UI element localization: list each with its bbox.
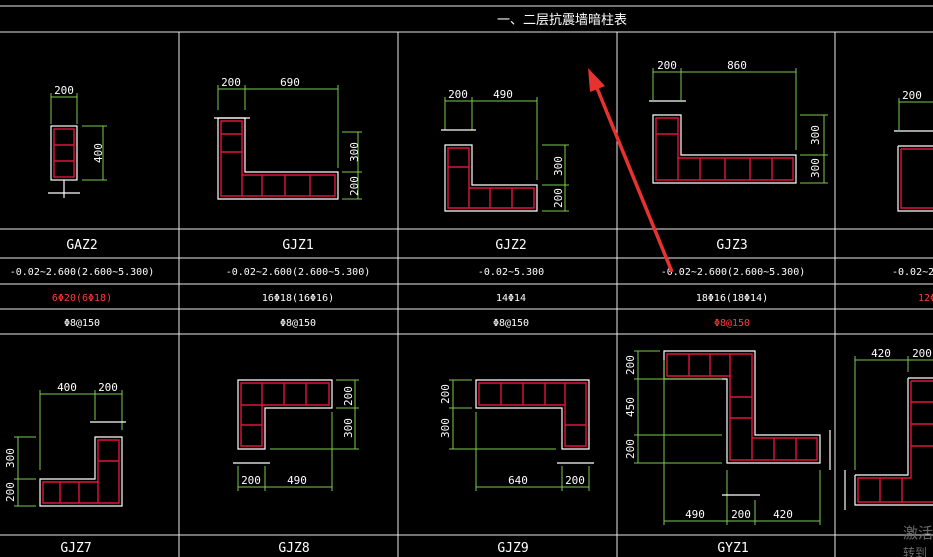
longitudinal-rebar: 14Φ14 <box>496 293 526 304</box>
dim-label: 200 <box>902 89 922 102</box>
table-grid <box>0 5 933 557</box>
dim-label: 490 <box>493 88 513 101</box>
elevation: -0.02~2.600(2.600~5.300) <box>10 267 155 278</box>
section-gjz3: 200 860 300 300 <box>649 59 828 184</box>
dim-label: 200 <box>912 347 932 360</box>
dim-label: 200 <box>221 76 241 89</box>
dim-label: 200 <box>241 474 261 487</box>
dim-label: 640 <box>508 474 528 487</box>
dim-label: 200 <box>342 386 355 406</box>
dim-label: 300 <box>348 142 361 162</box>
dim-label: 200 <box>624 439 637 459</box>
elevation: -0.02~5.300 <box>478 267 544 278</box>
stirrup: Φ8@150 <box>493 318 529 329</box>
annotation-arrow <box>588 68 674 273</box>
dim-label: 200 <box>439 384 452 404</box>
longitudinal-rebar: 12Φ <box>918 293 933 304</box>
dim-label: 300 <box>809 158 822 178</box>
dim-label: 420 <box>871 347 891 360</box>
section-gjz1: 200 690 300 200 <box>214 76 362 200</box>
row1-names: GAZ2 GJZ1 GJZ2 GJZ3 <box>66 238 747 253</box>
dim-label: 200 <box>565 474 585 487</box>
column-name: GYZ1 <box>717 541 748 556</box>
longitudinal-rebar: 16Φ18(16Φ16) <box>262 293 334 304</box>
row2-names: GJZ7 GJZ8 GJZ9 GYZ1 <box>60 541 748 556</box>
dim-label: 400 <box>57 381 77 394</box>
dim-label: 300 <box>342 418 355 438</box>
elevation: -0.02~2.600(2.600~5.300) <box>226 267 371 278</box>
watermark-text: 转到 <box>903 545 927 557</box>
watermark-text: 激活 <box>903 524 933 542</box>
column-name: GJZ3 <box>716 238 747 253</box>
dim-label: 200 <box>348 176 361 196</box>
section-gjz2: 200 490 300 200 <box>441 88 569 212</box>
section-gyz1: 200 450 200 490 200 420 <box>624 350 831 525</box>
longitudinal-rebar: 6Φ20(6Φ18) <box>52 293 112 304</box>
dim-label: 300 <box>552 156 565 176</box>
column-name: GJZ7 <box>60 541 91 556</box>
column-name: GJZ8 <box>278 541 309 556</box>
dim-label: 300 <box>809 125 822 145</box>
stirrup: Φ8@150 <box>714 318 750 329</box>
dim-label: 860 <box>727 59 747 72</box>
row1-elevations: -0.02~2.600(2.600~5.300) -0.02~2.600(2.6… <box>10 267 933 278</box>
elevation: -0.02~2.6 <box>892 267 933 278</box>
section-col5b: 420 200 <box>844 347 933 510</box>
column-name: GJZ1 <box>282 238 313 253</box>
dim-label: 200 <box>448 88 468 101</box>
dim-label: 200 <box>54 84 74 97</box>
dim-label: 200 <box>731 508 751 521</box>
dim-label: 450 <box>624 397 637 417</box>
dim-label: 490 <box>287 474 307 487</box>
dim-label: 200 <box>552 188 565 208</box>
dim-label: 200 <box>4 482 17 502</box>
elevation: -0.02~2.600(2.600~5.300) <box>661 267 806 278</box>
dim-label: 300 <box>439 418 452 438</box>
column-name: GAZ2 <box>66 238 97 253</box>
stirrup: Φ8@150 <box>280 318 316 329</box>
section-gaz2: 200 400 <box>48 84 107 198</box>
table-title: 一、二层抗震墙暗柱表 <box>497 13 627 28</box>
column-name: GJZ9 <box>497 541 528 556</box>
dim-label: 300 <box>4 448 17 468</box>
row1-longitudinal: 6Φ20(6Φ18) 16Φ18(16Φ16) 14Φ14 18Φ16(18Φ1… <box>52 293 933 304</box>
section-gjz7: 400 200 300 200 <box>4 381 126 507</box>
column-name: GJZ2 <box>495 238 526 253</box>
section-col5: 200 <box>894 89 933 212</box>
dim-label: 200 <box>657 59 677 72</box>
dim-label: 200 <box>624 355 637 375</box>
dim-label: 200 <box>98 381 118 394</box>
dim-label: 690 <box>280 76 300 89</box>
row1-stirrups: Φ8@150 Φ8@150 Φ8@150 Φ8@150 <box>64 318 750 329</box>
section-gjz8: 200 300 200 490 <box>233 379 359 491</box>
dim-label: 420 <box>773 508 793 521</box>
section-gjz9: 200 300 640 200 <box>439 379 594 491</box>
longitudinal-rebar: 18Φ16(18Φ14) <box>696 293 768 304</box>
dim-label: 400 <box>92 143 105 163</box>
stirrup: Φ8@150 <box>64 318 100 329</box>
dim-label: 490 <box>685 508 705 521</box>
